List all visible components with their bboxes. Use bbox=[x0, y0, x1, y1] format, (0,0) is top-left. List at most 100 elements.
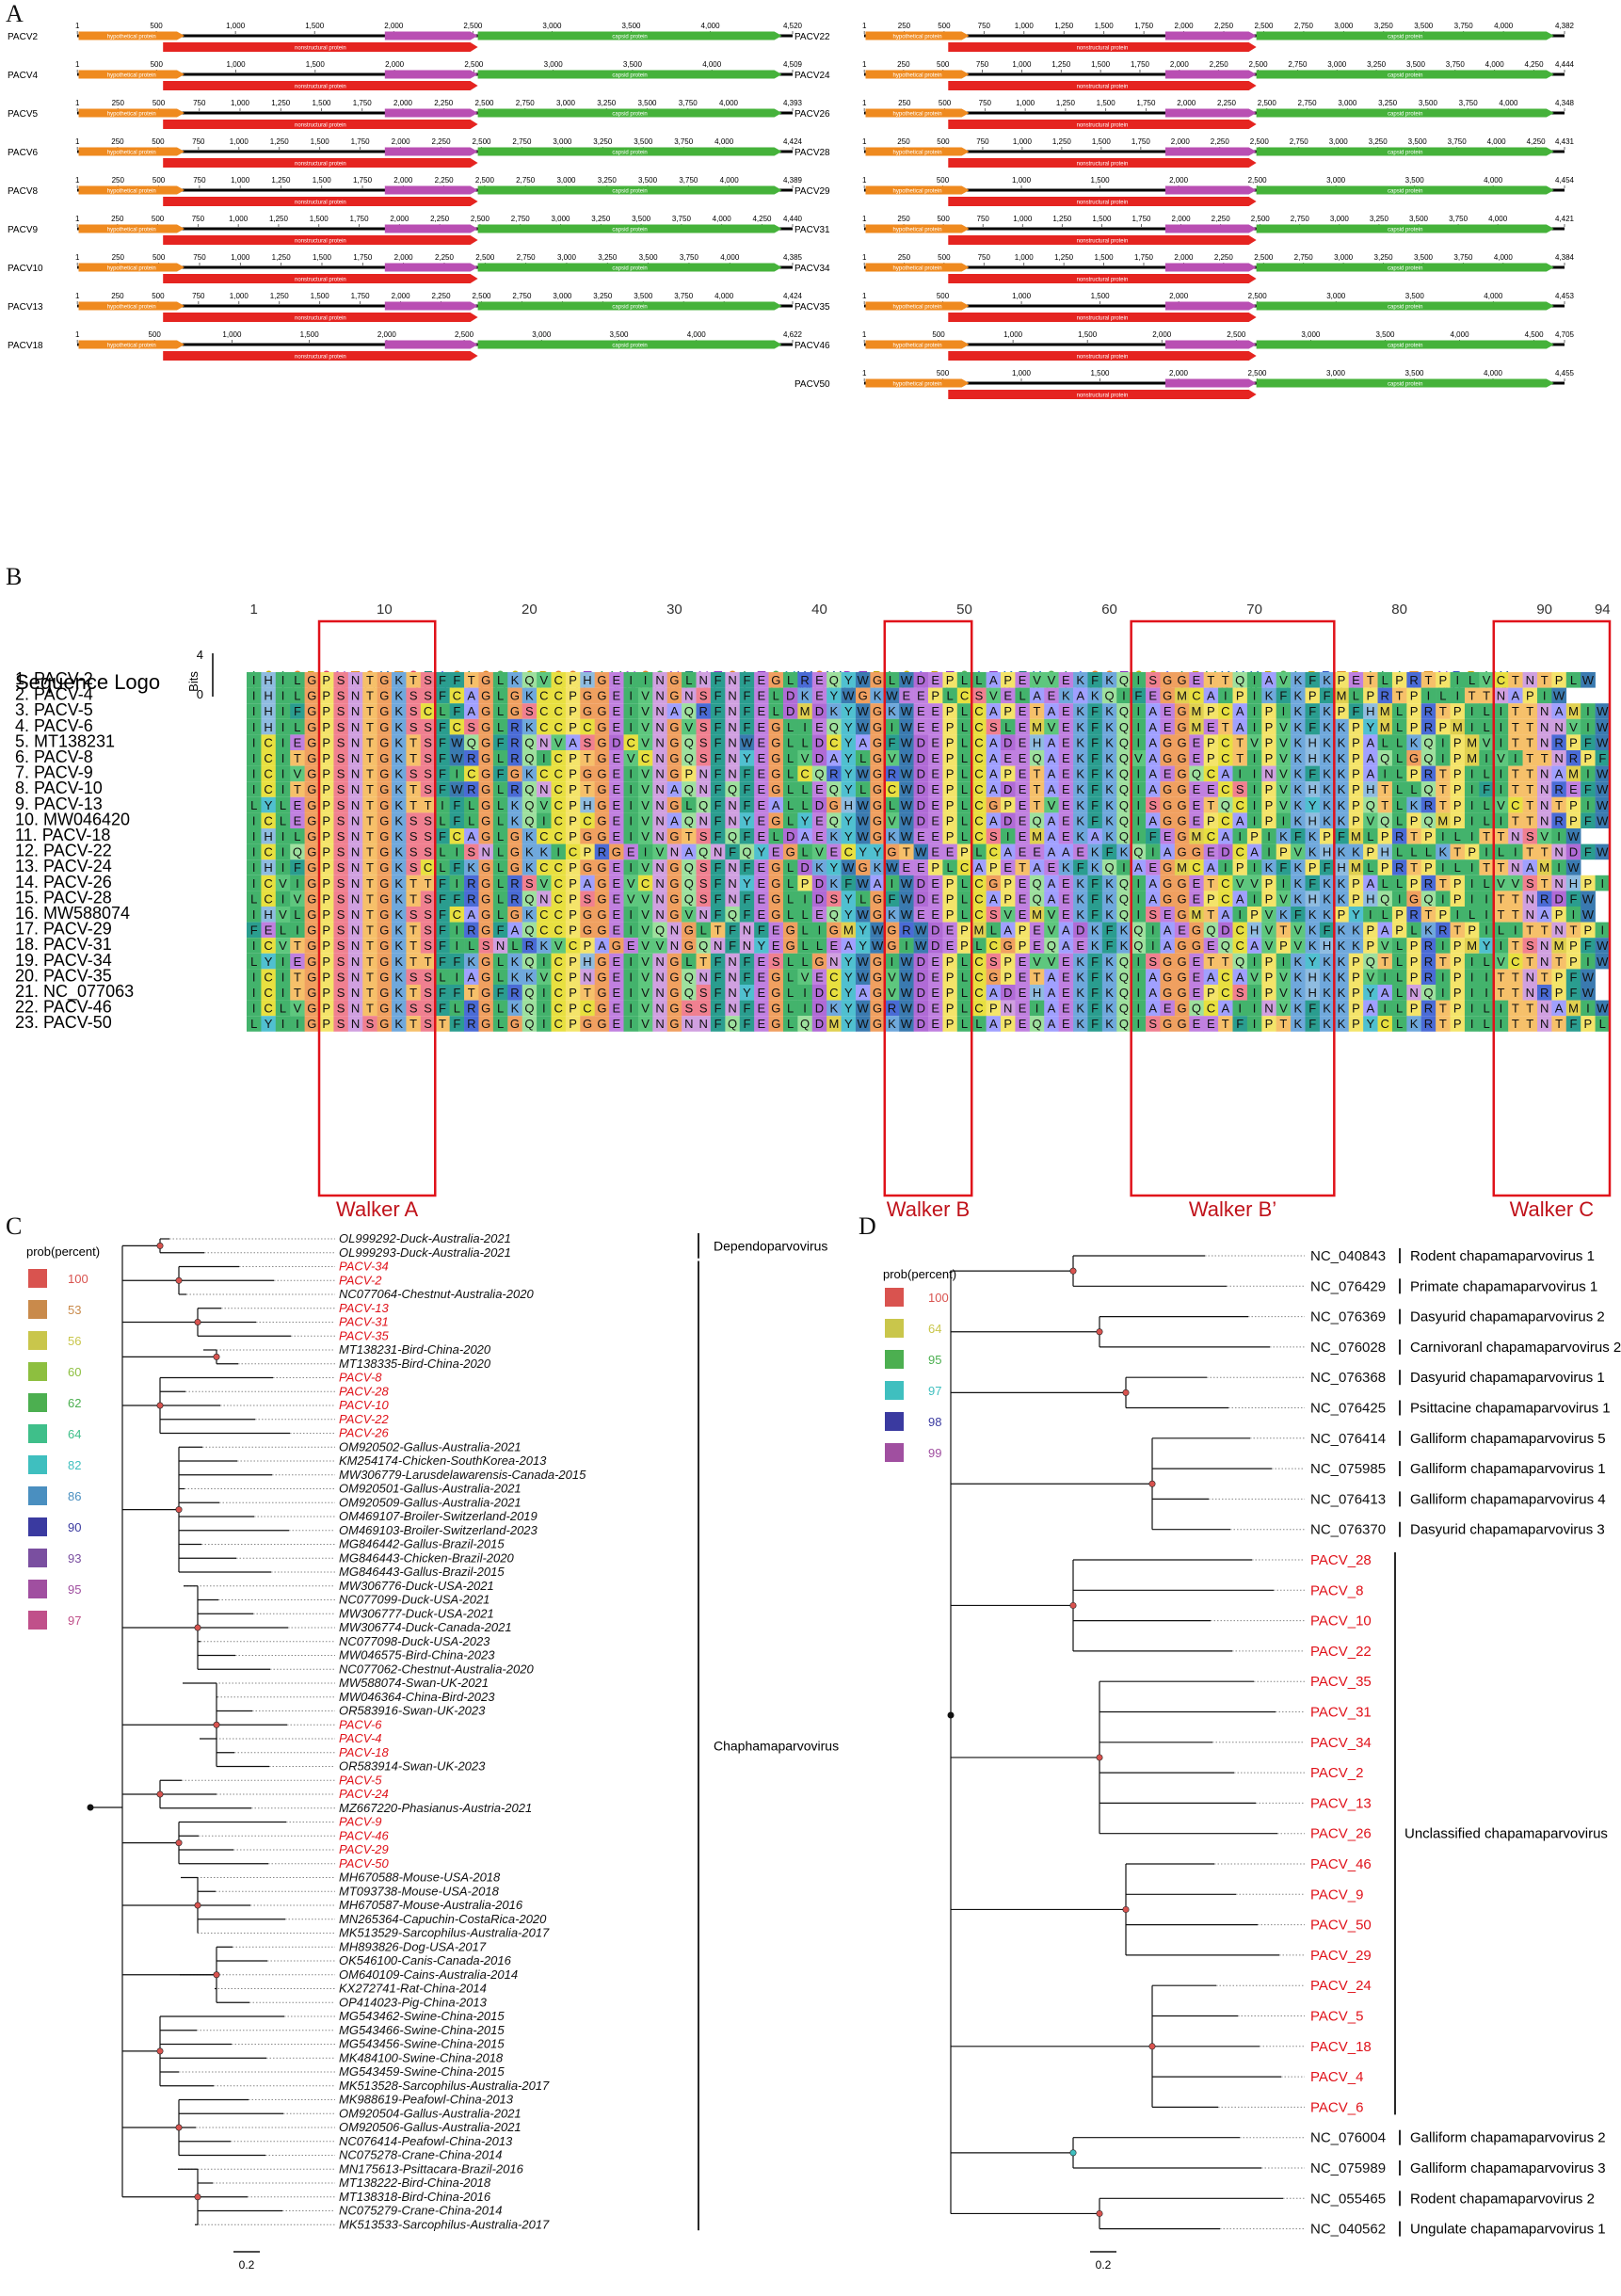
alignment-residue: S bbox=[337, 986, 345, 1000]
alignment-cell bbox=[1420, 672, 1436, 688]
alignment-residue: S bbox=[337, 782, 345, 796]
alignment-residue: N bbox=[1526, 986, 1534, 1000]
alignment-residue: A bbox=[1250, 939, 1259, 953]
alignment-cell bbox=[797, 687, 813, 704]
alignment-residue: L bbox=[1004, 720, 1011, 734]
alignment-cell bbox=[1493, 703, 1509, 719]
alignment-residue: N bbox=[351, 782, 360, 796]
alignment-residue: T bbox=[294, 970, 301, 984]
alignment-cell bbox=[1261, 672, 1277, 688]
alignment-residue: I bbox=[1137, 907, 1141, 922]
alignment-cell bbox=[1450, 687, 1466, 704]
np-domain-orf bbox=[384, 340, 478, 349]
alignment-residue: P bbox=[1003, 767, 1012, 781]
alignment-cell bbox=[1146, 703, 1161, 719]
alignment-row-label: 2. PACV-4 bbox=[15, 685, 93, 704]
genome-tick-label: 4,000 bbox=[702, 60, 722, 69]
alignment-residue: K bbox=[394, 891, 403, 906]
alignment-residue: D bbox=[1554, 891, 1563, 906]
alignment-residue: L bbox=[787, 782, 794, 796]
alignment-residue: C bbox=[1221, 813, 1229, 827]
alignment-residue: K bbox=[1105, 782, 1114, 796]
alignment-residue: W bbox=[1597, 939, 1609, 953]
genome-name: PACV31 bbox=[794, 225, 830, 235]
alignment-residue: P bbox=[1453, 704, 1462, 718]
alignment-residue: S bbox=[337, 876, 345, 891]
alignment-residue: P bbox=[1279, 845, 1288, 859]
alignment-cell bbox=[782, 687, 798, 704]
alignment-cell bbox=[1436, 734, 1451, 750]
alignment-residue: I bbox=[1383, 1002, 1387, 1016]
alignment-residue: P bbox=[1366, 939, 1374, 953]
alignment-residue: E bbox=[1019, 829, 1027, 843]
genome-tick-label: 4,389 bbox=[783, 176, 803, 185]
alignment-residue: E bbox=[1207, 720, 1215, 734]
alignment-cell bbox=[884, 687, 900, 704]
alignment-residue: F bbox=[1324, 860, 1331, 875]
alignment-cell bbox=[696, 734, 712, 750]
alignment-residue: V bbox=[641, 689, 650, 703]
alignment-residue: I bbox=[818, 923, 822, 938]
alignment-residue: K bbox=[1062, 860, 1070, 875]
alignment-residue: G bbox=[669, 955, 679, 969]
genome-tick-label: 750 bbox=[977, 215, 990, 223]
alignment-residue: S bbox=[337, 704, 345, 718]
alignment-residue: G bbox=[1178, 767, 1187, 781]
alignment-residue: G bbox=[583, 704, 592, 718]
alignment-residue: N bbox=[829, 955, 838, 969]
nonstructural-protein-orf-label: nonstructural protein bbox=[295, 123, 346, 129]
alignment-residue: C bbox=[264, 782, 272, 796]
alignment-row-label: 6. PACV-8 bbox=[15, 747, 93, 766]
alignment-residue: V bbox=[1293, 939, 1302, 953]
alignment-residue: K bbox=[1105, 1002, 1114, 1016]
alignment-cell bbox=[710, 687, 726, 704]
alignment-residue: L bbox=[787, 955, 794, 969]
alignment-residue: Y bbox=[1483, 939, 1491, 953]
alignment-cell bbox=[362, 672, 377, 688]
alignment-residue: P bbox=[1395, 673, 1404, 687]
genome-tick-label: 4,454 bbox=[1555, 176, 1575, 185]
alignment-residue: I bbox=[296, 923, 299, 938]
alignment-residue: K bbox=[1338, 845, 1346, 859]
alignment-residue: Q bbox=[684, 891, 694, 906]
alignment-cell bbox=[913, 734, 929, 750]
alignment-residue: F bbox=[439, 829, 446, 843]
alignment-residue: I bbox=[281, 689, 285, 703]
alignment-residue: T bbox=[1497, 907, 1504, 922]
nonstructural-protein-orf-label: nonstructural protein bbox=[1077, 239, 1129, 245]
alignment-cell bbox=[1218, 734, 1233, 750]
alignment-residue: G bbox=[597, 955, 606, 969]
alignment-cell bbox=[1160, 672, 1176, 688]
alignment-residue: K bbox=[511, 798, 520, 812]
alignment-residue: P bbox=[1308, 689, 1317, 703]
alignment-cell bbox=[739, 718, 755, 735]
alignment-residue: G bbox=[597, 986, 606, 1000]
alignment-residue: I bbox=[1500, 704, 1503, 718]
alignment-residue: F bbox=[1091, 673, 1099, 687]
alignment-residue: N bbox=[655, 782, 664, 796]
alignment-residue: F bbox=[439, 907, 446, 922]
genome-tick-label: 2,000 bbox=[1174, 253, 1194, 262]
alignment-residue: N bbox=[684, 689, 693, 703]
capsid-protein-orf bbox=[477, 147, 782, 156]
alignment-residue: I bbox=[1137, 735, 1141, 749]
np-domain-orf bbox=[1164, 70, 1257, 79]
alignment-residue: C bbox=[424, 704, 432, 718]
alignment-residue: C bbox=[1235, 939, 1244, 953]
alignment-residue: P bbox=[989, 1002, 998, 1016]
alignment-residue: E bbox=[1019, 813, 1027, 827]
alignment-residue: K bbox=[1076, 955, 1084, 969]
alignment-residue: E bbox=[1062, 735, 1070, 749]
alignment-residue: F bbox=[1584, 845, 1592, 859]
alignment-cell bbox=[478, 703, 494, 719]
genome-tick-label: 2,500 bbox=[1254, 253, 1274, 262]
alignment-cell bbox=[696, 672, 712, 688]
alignment-residue: V bbox=[641, 891, 650, 906]
alignment-residue: Q bbox=[524, 1002, 534, 1016]
genome-tick-label: 1,000 bbox=[231, 176, 250, 185]
alignment-cell bbox=[1377, 718, 1393, 735]
hypothetical-protein-orf-label: hypothetical protein bbox=[893, 73, 942, 79]
alignment-residue: P bbox=[1207, 735, 1215, 749]
